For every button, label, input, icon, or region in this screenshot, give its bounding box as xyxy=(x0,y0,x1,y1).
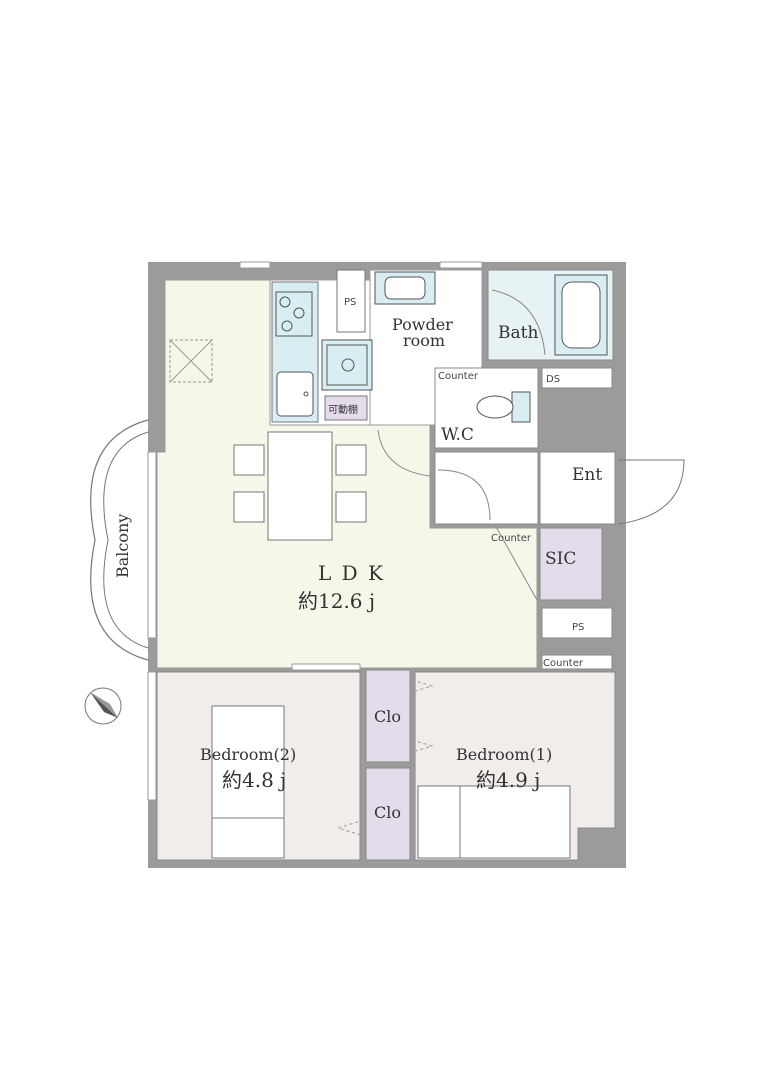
washing-machine-pan-icon xyxy=(321,339,373,391)
ps-top-label: PS xyxy=(344,297,356,308)
kitchen-sink-icon xyxy=(276,371,314,417)
wc: Counter W.C DS xyxy=(438,371,560,445)
ds-space xyxy=(541,367,613,389)
balcony-inner-line xyxy=(103,431,149,649)
ps-right-label: PS xyxy=(572,622,584,633)
window-balcony-lower xyxy=(147,671,157,801)
kitchen: PS 可動棚 xyxy=(271,269,373,423)
north-arrow-icon xyxy=(84,687,122,725)
bathtub-icon xyxy=(554,274,608,356)
bedroom1-area: 約4.9 j xyxy=(476,768,540,792)
closet-lower-floor xyxy=(365,767,411,861)
powder-room-label-line2: room xyxy=(403,331,445,350)
movable-shelf-label: 可動棚 xyxy=(328,403,358,416)
window-balcony-upper xyxy=(147,451,157,639)
entrance-door-swing xyxy=(617,459,685,525)
closet-upper-label: Clo xyxy=(374,707,401,726)
ldk-name: L D K xyxy=(318,561,385,585)
counter-right-space xyxy=(541,654,613,670)
bedroom1: Bedroom(1) 約4.9 j xyxy=(417,745,571,859)
closet-lower-label: Clo xyxy=(374,803,401,822)
counter-right-label: Counter xyxy=(543,658,584,669)
washbasin-icon xyxy=(374,271,436,305)
powder-room-label-line1: Powder xyxy=(392,315,453,334)
sic-label: SIC xyxy=(545,549,576,569)
bath-label: Bath xyxy=(498,323,538,343)
ldk: L D K 約12.6 j xyxy=(169,339,431,613)
bedroom1-name: Bedroom(1) xyxy=(456,745,552,764)
skylight-icon xyxy=(169,339,213,383)
bath: Bath xyxy=(491,274,608,356)
windows xyxy=(147,261,483,801)
dining-table-icon xyxy=(233,431,367,541)
closets: Clo Clo xyxy=(336,679,434,837)
bed-icon xyxy=(211,705,285,859)
gas-stove-icon xyxy=(275,291,313,337)
counter-hall-label: Counter xyxy=(491,533,532,544)
window-top-left xyxy=(239,261,271,269)
balcony-outline xyxy=(90,419,149,661)
bath-door-swing xyxy=(491,289,546,356)
wc-label: W.C xyxy=(441,425,474,445)
closet-upper-floor xyxy=(365,669,411,763)
entrance: Counter Ent SIC PS Counter xyxy=(437,459,685,669)
kitchen-ps-shaft xyxy=(336,269,366,333)
balcony-label: Balcony xyxy=(113,514,132,578)
ent-label: Ent xyxy=(572,465,602,485)
entrance-floor xyxy=(539,451,616,525)
hall-floor xyxy=(434,451,539,525)
movable-shelf xyxy=(324,395,368,421)
bedroom2-area: 約4.8 j xyxy=(222,768,286,792)
ps-right-space xyxy=(541,607,613,639)
sic-floor xyxy=(539,527,603,601)
toilet-icon xyxy=(476,391,531,423)
bedroom2-name: Bedroom(2) xyxy=(200,745,296,764)
ds-label: DS xyxy=(546,374,560,385)
bed-icon xyxy=(417,785,571,859)
hall-to-ldk-line xyxy=(494,524,538,601)
powder-room: Powder room xyxy=(374,271,453,350)
window-ldk-bedroom xyxy=(291,663,361,671)
ldk-door-swing xyxy=(377,429,431,477)
counter-wc-label: Counter xyxy=(438,371,479,382)
ldk-area: 約12.6 j xyxy=(298,589,375,613)
balcony: Balcony xyxy=(90,419,149,661)
closet-door-marks xyxy=(336,679,434,837)
hall-door-swing xyxy=(437,469,491,521)
window-top-right xyxy=(439,261,483,269)
bedroom2: Bedroom(2) 約4.8 j xyxy=(200,705,296,859)
